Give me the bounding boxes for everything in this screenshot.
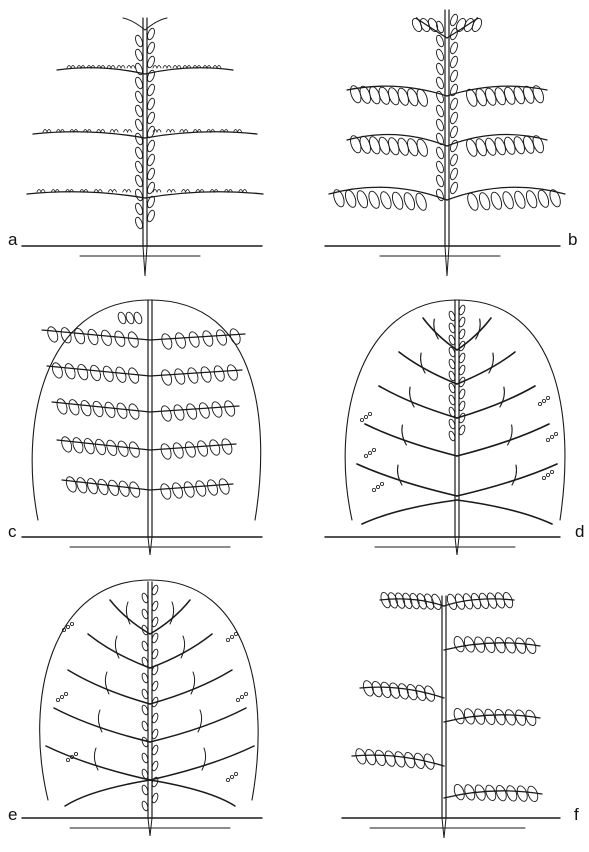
branch [150,746,254,780]
panel-c-label: c [8,523,17,540]
panel-d-label: d [575,523,584,540]
branch [347,86,447,96]
branch [150,670,232,704]
branch [88,634,150,668]
branch [447,187,565,200]
panel-f-tree [342,591,560,838]
branch [457,386,535,418]
branch [150,634,212,668]
branch [46,746,150,780]
branch [57,440,150,450]
branch [457,352,515,384]
panel-d-tree [325,300,565,555]
panel-a-tree [22,18,263,276]
branch [423,318,457,350]
trunk [143,18,147,276]
trunk [148,300,152,555]
branch [150,780,235,806]
branch [362,500,457,524]
branch [145,192,263,198]
branch [65,780,150,806]
panel-b-tree [325,10,565,276]
crown-outline [40,580,258,800]
branch [457,464,557,496]
branch [54,708,150,742]
branch [457,424,549,456]
trunk [445,10,449,276]
trunk [455,300,459,555]
branch [42,330,150,340]
branch [68,670,150,704]
branch [145,132,257,138]
panel-e-tree [22,580,262,836]
branch [365,424,457,456]
panel-b-label: b [568,231,577,248]
branch [145,68,233,74]
branch [329,187,447,200]
panel-a-label: a [8,231,17,248]
panel-f-label: f [574,806,579,823]
branch [150,708,246,742]
branch [399,352,457,384]
trunk [442,596,446,838]
branch [357,464,457,496]
panel-c-tree [22,300,262,555]
crown-outline [32,300,261,520]
panel-e-label: e [8,806,17,823]
branch [33,132,145,138]
branch [457,500,552,524]
branch [457,318,491,350]
branch [27,192,145,198]
branch [379,386,457,418]
trunk [148,582,152,836]
